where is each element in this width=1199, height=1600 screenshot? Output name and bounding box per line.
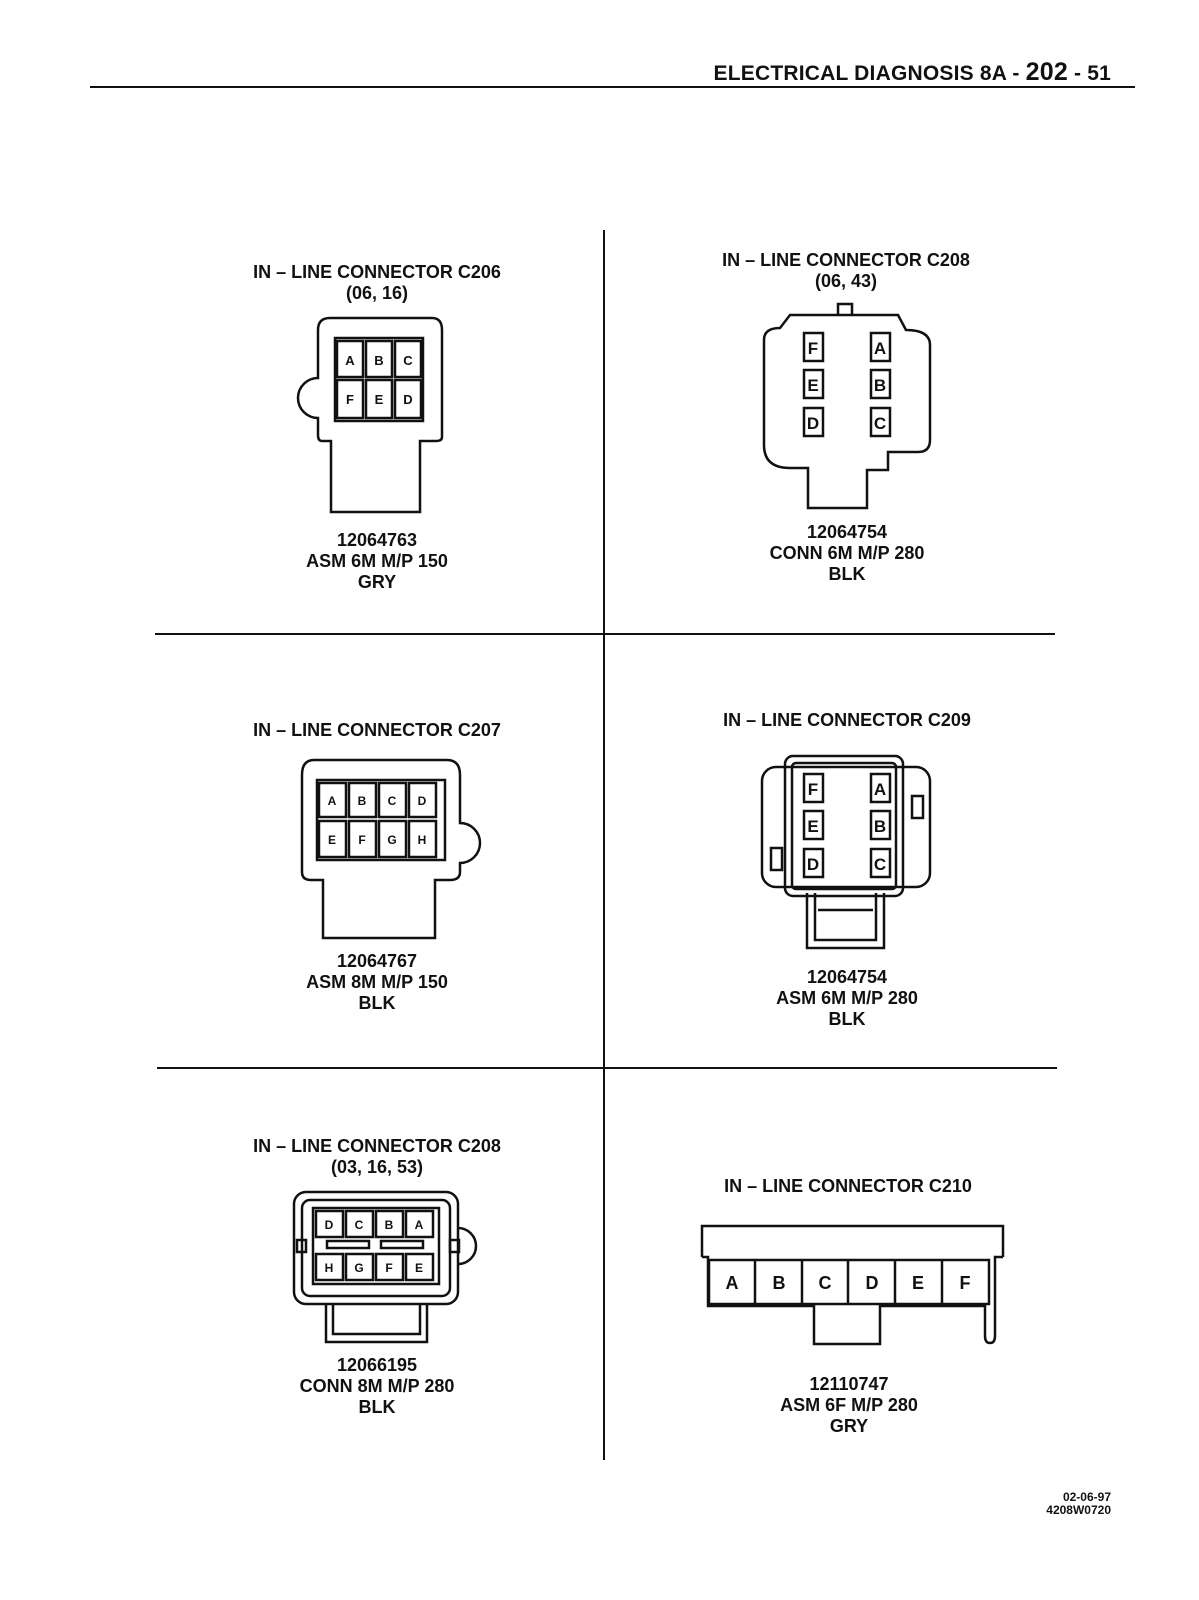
pin-label: D	[807, 414, 819, 433]
pin-label: E	[807, 817, 818, 836]
part-color: GRY	[829, 1416, 869, 1436]
pin-label: H	[325, 1261, 334, 1275]
connector-c206-title-block: IN – LINE CONNECTOR C206 (06, 16)	[207, 262, 547, 304]
connector-c208-info: 12064754 CONN 6M M/P 280 BLK	[677, 522, 1017, 585]
connector-c207-info: 12064767 ASM 8M M/P 150 BLK	[207, 951, 547, 1014]
horizontal-divider	[155, 633, 1055, 635]
part-color: BLK	[358, 1397, 396, 1417]
pin-label: E	[375, 392, 384, 407]
pin-label: B	[874, 817, 886, 836]
pin-label: F	[960, 1273, 971, 1293]
pin-label: B	[773, 1273, 786, 1293]
pin-label: C	[388, 794, 397, 808]
connector-title: IN – LINE CONNECTOR C210	[724, 1176, 972, 1196]
pin-label: F	[808, 780, 818, 799]
part-description: CONN 8M M/P 280	[299, 1376, 455, 1396]
pin-label: C	[874, 855, 886, 874]
connector-subtitle: (06, 43)	[814, 271, 878, 291]
pin-label: B	[358, 794, 367, 808]
connector-title: IN – LINE CONNECTOR C206	[253, 262, 501, 282]
connector-c208-alt-title-block: IN – LINE CONNECTOR C208 (03, 16, 53)	[207, 1136, 547, 1178]
pin-label: E	[328, 833, 336, 847]
pin-label: A	[415, 1218, 424, 1232]
figure-code: 4208W0720	[1046, 1503, 1111, 1517]
part-description: ASM 6M M/P 150	[306, 551, 448, 571]
pin-label: D	[418, 794, 427, 808]
pin-label: B	[385, 1218, 394, 1232]
pin-label: F	[346, 392, 354, 407]
connector-title: IN – LINE CONNECTOR C207	[253, 720, 501, 740]
pin-label: F	[385, 1261, 392, 1275]
part-description: ASM 6M M/P 280	[776, 988, 918, 1008]
figure-reference: 02-06-97 4208W0720	[1046, 1491, 1111, 1517]
header-page-number: 202	[1025, 58, 1068, 86]
header-subpage: 51	[1087, 62, 1111, 85]
connector-c209-title-block: IN – LINE CONNECTOR C209	[677, 710, 1017, 731]
connector-title: IN – LINE CONNECTOR C208	[722, 250, 970, 270]
header-section: ELECTRICAL DIAGNOSIS 8A	[713, 62, 1007, 85]
pin-label: A	[345, 353, 355, 368]
pin-label: C	[819, 1273, 832, 1293]
pin-label: E	[807, 376, 818, 395]
part-number: 12064754	[806, 967, 888, 987]
header-separator: -	[1012, 62, 1020, 85]
part-color: GRY	[357, 572, 397, 592]
pin-label: E	[912, 1273, 924, 1293]
pin-label: E	[415, 1261, 423, 1275]
pin-label: G	[387, 833, 396, 847]
connector-c208-title-block: IN – LINE CONNECTOR C208 (06, 43)	[676, 250, 1016, 292]
part-number: 12064754	[806, 522, 888, 542]
pin-label: H	[418, 833, 427, 847]
pin-label: A	[874, 339, 886, 358]
pin-label: F	[358, 833, 365, 847]
pin-label: A	[726, 1273, 739, 1293]
part-description: ASM 6F M/P 280	[780, 1395, 918, 1415]
connector-c208-alt-info: 12066195 CONN 8M M/P 280 BLK	[207, 1355, 547, 1418]
page-header: ELECTRICAL DIAGNOSIS 8A - 202 - 51	[714, 58, 1111, 87]
connector-c210-info: 12110747 ASM 6F M/P 280 GRY	[679, 1374, 1019, 1437]
connector-c206-info: 12064763 ASM 6M M/P 150 GRY	[207, 530, 547, 593]
part-number: 12066195	[336, 1355, 418, 1375]
pin-label: B	[374, 353, 383, 368]
pin-label: C	[874, 414, 886, 433]
part-description: ASM 8M M/P 150	[306, 972, 448, 992]
part-description: CONN 6M M/P 280	[769, 543, 925, 563]
connector-subtitle: (03, 16, 53)	[330, 1157, 424, 1177]
part-number: 12064767	[336, 951, 418, 971]
connector-c207-title-block: IN – LINE CONNECTOR C207	[207, 720, 547, 741]
connector-c209-info: 12064754 ASM 6M M/P 280 BLK	[677, 967, 1017, 1030]
connector-c210-title-block: IN – LINE CONNECTOR C210	[678, 1176, 1018, 1197]
part-number: 12110747	[809, 1374, 889, 1394]
part-number: 12064763	[336, 530, 418, 550]
connector-subtitle: (06, 16)	[345, 283, 409, 303]
pin-label: D	[403, 392, 412, 407]
pin-label: B	[874, 376, 886, 395]
part-color: BLK	[828, 1009, 866, 1029]
header-separator: -	[1073, 62, 1082, 85]
pin-label: C	[403, 353, 413, 368]
connector-title: IN – LINE CONNECTOR C209	[723, 710, 971, 730]
pin-label: D	[325, 1218, 334, 1232]
connector-title: IN – LINE CONNECTOR C208	[253, 1136, 501, 1156]
horizontal-divider	[157, 1067, 1057, 1069]
pin-label: A	[328, 794, 337, 808]
part-color: BLK	[358, 993, 396, 1013]
pin-label: D	[807, 855, 819, 874]
part-color: BLK	[828, 564, 866, 584]
pin-label: F	[808, 339, 818, 358]
header-rule	[90, 86, 1135, 88]
pin-label: C	[355, 1218, 364, 1232]
pin-label: A	[874, 780, 886, 799]
pin-label: G	[354, 1261, 363, 1275]
vertical-divider	[603, 230, 605, 1460]
pin-label: D	[866, 1273, 879, 1293]
figure-date: 02-06-97	[1062, 1490, 1111, 1504]
